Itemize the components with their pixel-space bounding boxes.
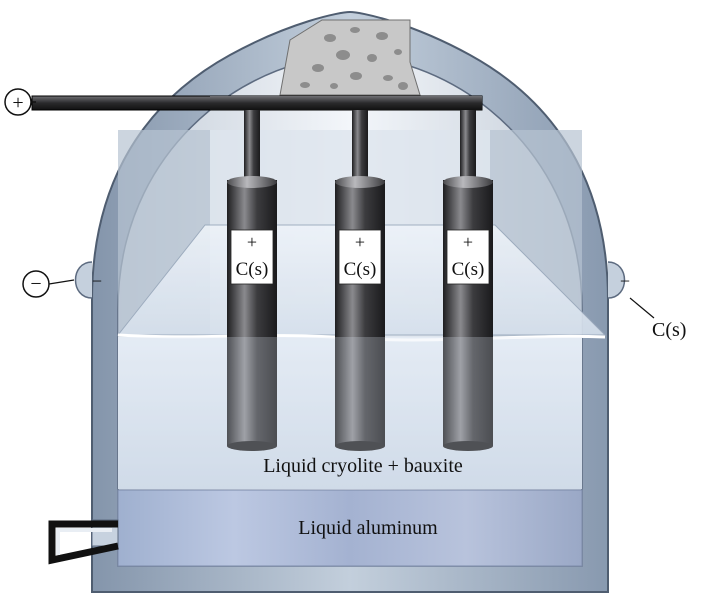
anode-rod-1	[244, 110, 260, 182]
positive-terminal-label: +	[12, 92, 23, 114]
electrolyte-label: Liquid cryolite + bauxite	[263, 455, 463, 477]
cathode-connector-right	[607, 261, 626, 299]
anode-electrode-1	[227, 176, 277, 451]
electrolyte-overlay	[118, 337, 582, 489]
aluminum-layer	[117, 489, 583, 567]
cathode-material-label: C(s)	[652, 319, 686, 341]
cathode-right-sign: −	[620, 271, 630, 291]
anode-3-label: C(s)	[452, 259, 485, 280]
anode-rod-3	[460, 110, 476, 182]
ore-particles	[300, 27, 408, 90]
anode-2-label: C(s)	[344, 259, 377, 280]
anode-electrode-2	[335, 176, 385, 451]
anode-2-sign: +	[355, 232, 365, 252]
drain-spout	[48, 520, 119, 565]
cathode-left-sign: −	[92, 271, 102, 291]
anode-1-label: C(s)	[236, 259, 269, 280]
anode-3-sign: +	[463, 232, 473, 252]
negative-lead	[48, 279, 75, 285]
cathode-connector-left	[74, 261, 93, 299]
anode-electrode-3	[443, 176, 493, 451]
drain-spout-inner	[56, 528, 112, 555]
negative-terminal-label: −	[30, 273, 41, 295]
aluminum-label: Liquid aluminum	[298, 517, 438, 539]
anode-rod-2	[352, 110, 368, 182]
bus-bar-inner	[210, 96, 482, 110]
cathode-leader-line	[629, 297, 655, 319]
anode-1-sign: +	[247, 232, 257, 252]
